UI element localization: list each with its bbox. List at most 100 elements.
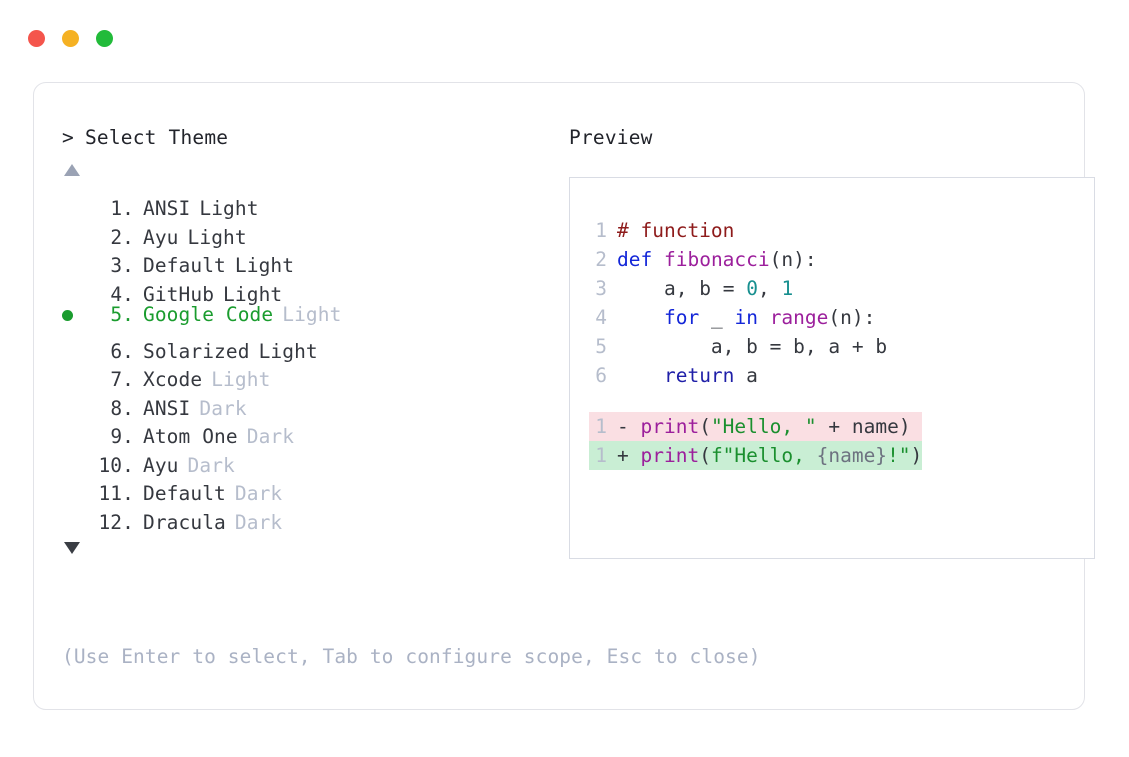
theme-name: Ayu bbox=[143, 453, 179, 477]
code-line: 3 a, b = 0, 1 bbox=[589, 274, 922, 303]
theme-variant-tag: Light bbox=[211, 368, 271, 391]
theme-name: Default bbox=[143, 482, 226, 505]
diff-marker: + bbox=[617, 443, 641, 467]
code-line-text: print("Hello, " + name) bbox=[640, 414, 911, 438]
code-line-number: 6 bbox=[595, 363, 607, 387]
theme-index: 2. bbox=[110, 225, 134, 249]
selection-bullet-cell bbox=[62, 415, 88, 444]
theme-list-item[interactable]: 2. Ayu Light bbox=[62, 215, 532, 249]
selection-bullet-cell bbox=[62, 358, 88, 387]
selection-bullet-cell bbox=[62, 443, 88, 472]
theme-index: 7. bbox=[110, 368, 134, 391]
theme-index: 3. bbox=[110, 254, 134, 277]
theme-variant-tag: Light bbox=[187, 225, 247, 249]
theme-list-item[interactable]: 11. Default Dark bbox=[62, 472, 532, 505]
theme-list-item[interactable]: 7. Xcode Light bbox=[62, 358, 532, 391]
theme-name: Default bbox=[143, 254, 226, 277]
prompt-row: > Select Theme bbox=[62, 128, 532, 148]
code-line: 5 a, b = b, a + b bbox=[589, 332, 922, 361]
selection-bullet-cell bbox=[62, 500, 88, 529]
theme-variant-tag: Light bbox=[199, 197, 259, 220]
selection-bullet-cell bbox=[62, 329, 88, 358]
theme-variant-tag: Light bbox=[282, 302, 342, 326]
code-line-text: a, b = 0, 1 bbox=[663, 276, 794, 300]
theme-variant-tag: Light bbox=[234, 254, 295, 277]
code-line: 6 return a bbox=[589, 361, 922, 390]
theme-variant-tag: Dark bbox=[199, 396, 247, 420]
diff-removed-line: 1- print("Hello, " + name) bbox=[589, 411, 923, 441]
code-line-number: 1 bbox=[595, 218, 607, 242]
selection-bullet-cell bbox=[62, 472, 88, 501]
theme-variant-tag: Light bbox=[223, 282, 283, 306]
scroll-down-arrow-icon[interactable] bbox=[64, 541, 80, 554]
theme-name: Google Code bbox=[143, 302, 274, 326]
theme-index: 8. bbox=[110, 396, 134, 420]
code-line-number: 5 bbox=[595, 334, 607, 358]
theme-list-item[interactable]: 8. ANSI Dark bbox=[62, 386, 532, 420]
selection-bullet-cell bbox=[62, 187, 88, 216]
selection-bullet-cell bbox=[62, 272, 88, 301]
theme-name: ANSI bbox=[143, 197, 191, 220]
code-line: 1 # function bbox=[589, 216, 922, 245]
theme-index: 11. bbox=[98, 482, 134, 505]
theme-name: GitHub bbox=[143, 282, 215, 306]
code-line-text: for _ in range(n): bbox=[663, 305, 876, 329]
theme-variant-tag: Dark bbox=[246, 425, 295, 448]
code-blank-separator bbox=[589, 390, 922, 412]
code-block: 1 # function 2 def fibonacci(n): 3 a, b = 0,… bbox=[589, 216, 923, 470]
theme-variant-tag: Dark bbox=[234, 510, 283, 534]
code-line-number: 1 bbox=[595, 443, 607, 467]
code-line-text: # function bbox=[617, 218, 735, 242]
theme-variant-tag: Dark bbox=[234, 482, 283, 505]
page-title: Select Theme bbox=[84, 126, 229, 149]
code-line: 2 def fibonacci(n): bbox=[589, 245, 922, 274]
theme-index: 10. bbox=[98, 453, 134, 477]
maximize-dot[interactable] bbox=[96, 30, 113, 47]
selected-bullet-icon bbox=[62, 309, 73, 321]
theme-name: Ayu bbox=[143, 225, 179, 249]
selection-bullet-cell bbox=[62, 215, 88, 244]
theme-index: 9. bbox=[110, 425, 134, 448]
theme-list-item[interactable]: 6. Solarized Light bbox=[62, 329, 532, 363]
keyboard-hint: (Use Enter to select, Tab to configure s… bbox=[62, 645, 761, 668]
theme-name: Dracula bbox=[143, 510, 226, 534]
scroll-up-arrow-icon[interactable] bbox=[64, 163, 80, 176]
theme-name: Xcode bbox=[143, 368, 203, 391]
code-line-text: a, b = b, a + b bbox=[710, 334, 888, 358]
code-line-number: 2 bbox=[595, 247, 607, 271]
code-line-text: def fibonacci(n): bbox=[617, 247, 817, 271]
theme-variant-tag: Dark bbox=[187, 453, 235, 477]
theme-list-item[interactable]: 12. Dracula Dark bbox=[62, 500, 532, 534]
theme-name: ANSI bbox=[143, 396, 191, 420]
close-dot[interactable] bbox=[28, 30, 45, 47]
theme-index: 12. bbox=[98, 510, 134, 534]
code-line-text: print(f"Hello, {name}!") bbox=[640, 443, 923, 467]
theme-list-item[interactable]: 10. Ayu Dark bbox=[62, 443, 532, 477]
diff-added-line: 1 + print(f"Hello, {name}!") bbox=[589, 440, 923, 470]
theme-list-item[interactable]: 9. Atom One Dark bbox=[62, 415, 532, 448]
minimize-dot[interactable] bbox=[62, 30, 79, 47]
theme-variant-tag: Light bbox=[258, 339, 318, 363]
code-line-number: 3 bbox=[595, 276, 607, 300]
preview-panel: 1 # function 2 def fibonacci(n): 3 a, b = 0,… bbox=[569, 176, 1095, 559]
selection-bullet-cell bbox=[62, 301, 88, 330]
code-line-text: return a bbox=[663, 363, 758, 387]
theme-name: Solarized bbox=[143, 339, 250, 363]
theme-list-item[interactable]: 3. Default Light bbox=[62, 244, 532, 277]
preview-column: Preview 1 # function 2 def fibonacci(n): 3 a… bbox=[569, 126, 1095, 559]
code-line: 4 for _ in range(n): bbox=[589, 303, 922, 332]
preview-label: Preview bbox=[569, 126, 653, 149]
selection-bullet-cell bbox=[62, 244, 88, 273]
window-traffic-lights bbox=[28, 30, 113, 47]
theme-index: 1. bbox=[110, 197, 134, 220]
theme-index: 6. bbox=[110, 339, 134, 363]
code-line-number: 4 bbox=[595, 305, 607, 329]
theme-name: Atom One bbox=[143, 425, 238, 448]
theme-list-item[interactable]: 1. ANSI Light bbox=[62, 187, 532, 220]
